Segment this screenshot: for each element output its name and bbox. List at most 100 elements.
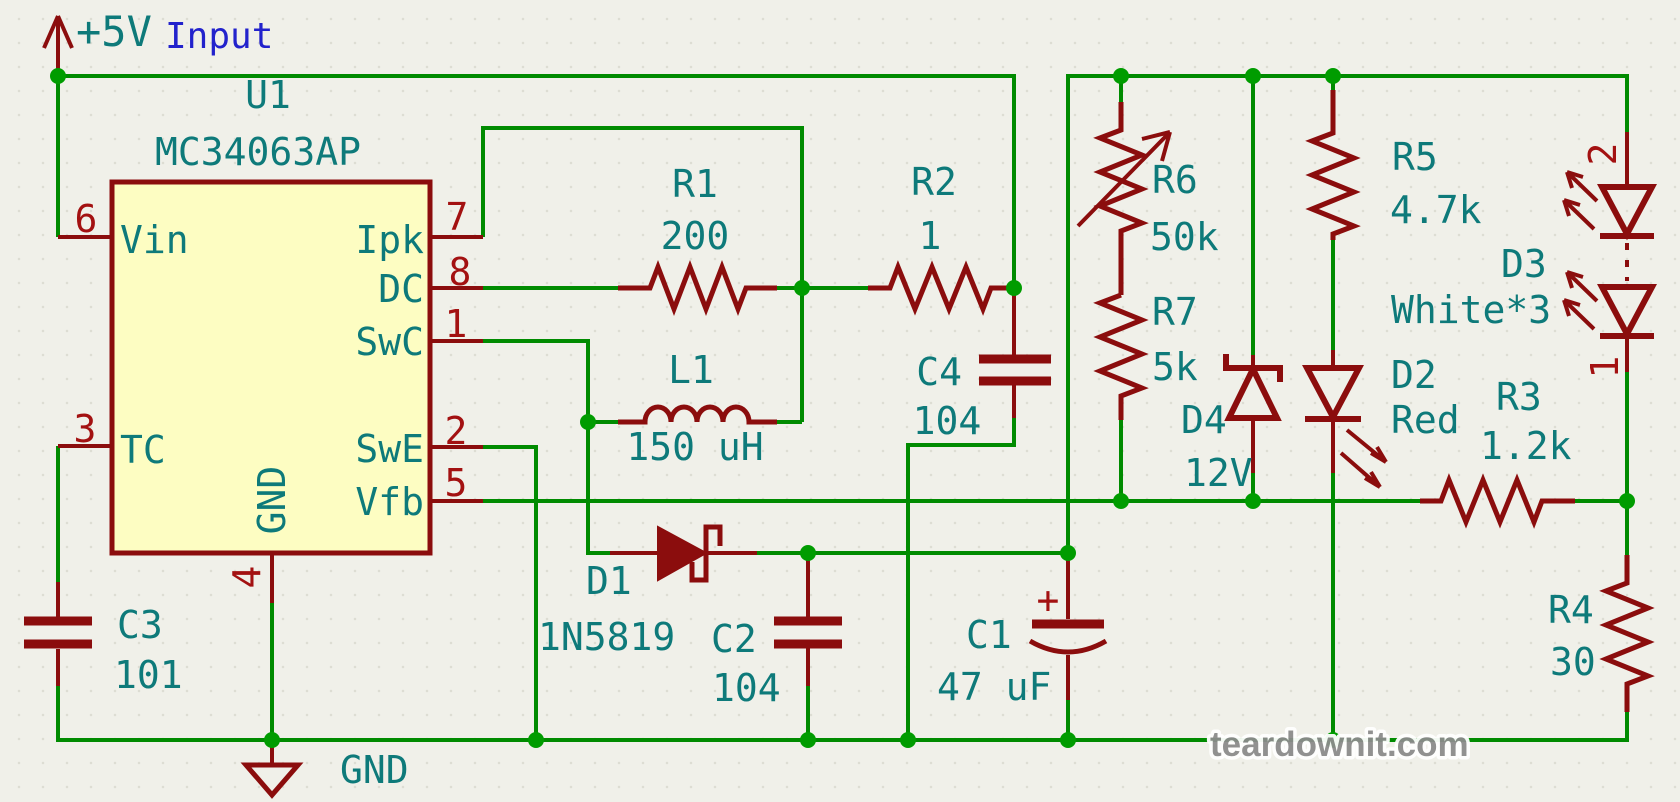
pin-num-1: 1 — [445, 302, 468, 346]
r3-ref: R3 — [1496, 375, 1542, 419]
r5-body — [1305, 90, 1361, 240]
c4-plates — [979, 354, 1051, 386]
junction — [50, 68, 66, 84]
d1-triangle-icon — [657, 525, 709, 582]
junction — [1006, 280, 1022, 296]
capacitor-c1-polarized: + C1 47 uF — [937, 553, 1108, 709]
ic-value: MC34063AP — [155, 130, 361, 174]
d3-pin-bottom: 1 — [1583, 356, 1627, 379]
l1-value: 150 uH — [626, 425, 763, 469]
led-string-d3: 2 1 D3 White*3 — [1391, 132, 1657, 379]
r4-value: 30 — [1550, 640, 1596, 684]
d3-ref: D3 — [1501, 242, 1547, 286]
d3-value: White*3 — [1391, 288, 1551, 332]
ground-triangle-icon — [240, 762, 304, 799]
junction — [1245, 493, 1261, 509]
pin-name-swe: SwE — [355, 427, 424, 471]
c3-value: 101 — [114, 653, 183, 697]
power-flag-label: +5V — [76, 7, 152, 56]
d4-triangle-icon — [1224, 362, 1282, 421]
potentiometer-r6: R6 50k — [1076, 102, 1219, 295]
ic-body — [109, 179, 433, 556]
d2-ref: D2 — [1391, 353, 1437, 397]
wire-swe-net — [483, 445, 538, 740]
power-flag-note: Input — [165, 16, 273, 57]
pin-num-5: 5 — [445, 461, 468, 505]
resistor-r5: R5 4.7k — [1305, 90, 1482, 240]
power-flag-5v: +5V Input — [42, 7, 273, 76]
pin-name-tc: TC — [120, 428, 166, 472]
junction-dots — [50, 68, 1635, 748]
c3-plates — [24, 616, 92, 649]
led-d2: D2 Red — [1302, 350, 1460, 489]
junction — [1325, 68, 1341, 84]
diode-d1-schottky: D1 1N5819 — [538, 524, 757, 659]
d3-led2-emission-arrows-icon — [1562, 270, 1599, 331]
pin-name-gnd: GND — [250, 466, 294, 535]
d2-value: Red — [1391, 398, 1460, 442]
d2-emission-arrows-icon — [1339, 428, 1388, 489]
d3-led2-triangle-icon — [1597, 284, 1657, 341]
r6-wiper-arrow-icon — [1076, 130, 1172, 228]
junction — [1245, 68, 1261, 84]
resistor-r3: R3 1.2k — [1420, 375, 1575, 529]
resistor-r2: R2 1 — [868, 160, 1014, 316]
d1-value: 1N5819 — [538, 615, 675, 659]
resistor-r4: R4 30 — [1548, 555, 1655, 712]
d1-ref: D1 — [586, 559, 632, 603]
junction — [1060, 545, 1076, 561]
junction — [1325, 732, 1341, 748]
junction — [1113, 493, 1129, 509]
watermark: teardownit.com — [1210, 725, 1469, 764]
r1-body — [618, 259, 777, 317]
ground-label: GND — [340, 748, 409, 792]
pin-num-8: 8 — [449, 250, 472, 294]
wire-gnd-rail — [56, 686, 1629, 742]
ic-ref: U1 — [245, 73, 291, 117]
c1-bottom-plate-arc — [1028, 638, 1108, 655]
resistor-r7: R7 5k — [1093, 290, 1198, 420]
c2-value: 104 — [712, 666, 781, 710]
r7-value: 5k — [1152, 345, 1198, 389]
junction — [1619, 493, 1635, 509]
pin-num-2: 2 — [445, 409, 468, 453]
d2-triangle-icon — [1302, 365, 1364, 424]
r5-value: 4.7k — [1390, 188, 1482, 232]
c2-ref: C2 — [711, 617, 757, 661]
ic-u1: U1 MC34063AP Vin TC Ipk DC SwC SwE Vfb G… — [58, 73, 483, 603]
pin-name-swc: SwC — [355, 320, 424, 364]
pin-num-7: 7 — [446, 195, 469, 239]
d3-led1-emission-arrows-icon — [1562, 170, 1599, 231]
r1-ref: R1 — [672, 162, 718, 206]
junction — [800, 732, 816, 748]
wire-output-rail — [1066, 74, 1629, 553]
r4-body — [1599, 555, 1655, 712]
r6-value: 50k — [1150, 215, 1219, 259]
r2-ref: R2 — [911, 160, 957, 204]
r3-body — [1420, 473, 1575, 529]
l1-body — [618, 404, 777, 425]
junction — [1060, 732, 1076, 748]
c1-ref: C1 — [966, 613, 1012, 657]
junction — [800, 545, 816, 561]
c4-ref: C4 — [916, 350, 962, 394]
junction — [794, 280, 810, 296]
wire-c4-return — [906, 418, 1016, 740]
junction — [1113, 68, 1129, 84]
d4-ref: D4 — [1181, 398, 1227, 442]
capacitor-c4: C4 104 — [913, 288, 1051, 443]
c1-polarity-mark: + — [1037, 578, 1060, 622]
ground-symbol: GND — [240, 740, 409, 799]
pin-num-3: 3 — [74, 407, 97, 451]
r7-ref: R7 — [1152, 290, 1198, 334]
wire-5v-rail — [58, 74, 1016, 288]
inductor-l1: L1 150 uH — [618, 348, 777, 469]
r2-body — [868, 260, 1014, 316]
junction — [900, 732, 916, 748]
c4-value: 104 — [913, 399, 982, 443]
pin-name-ipk: Ipk — [355, 218, 424, 262]
r3-value: 1.2k — [1480, 424, 1572, 468]
r2-value: 1 — [919, 214, 942, 258]
c2-plates — [774, 616, 842, 649]
